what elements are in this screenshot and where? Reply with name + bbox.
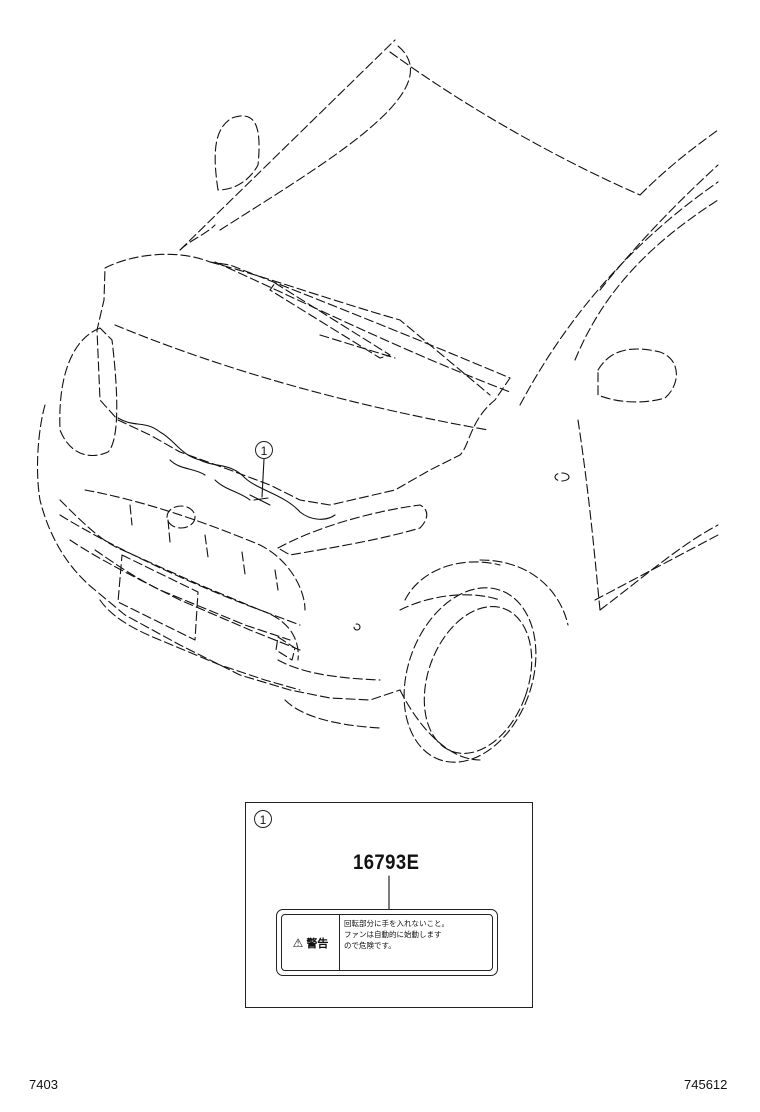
footer-right-code: 745612 (684, 1077, 728, 1092)
warning-label-inner: ⚠ 警告 回転部分に手を入れないこと。 ファンは自動的に始動します ので危険です… (281, 914, 493, 971)
warning-heading: 警告 (306, 937, 329, 950)
warning-triangle-icon: ⚠ (292, 935, 304, 950)
warning-label: ⚠ 警告 回転部分に手を入れないこと。 ファンは自動的に始動します ので危険です… (276, 909, 498, 976)
callout-1: 1 (255, 441, 273, 459)
warning-line-3: ので危険です。 (344, 941, 396, 950)
inset-callout-1: 1 (254, 810, 272, 828)
warning-line-1: 回転部分に手を入れないこと。 (344, 919, 449, 928)
warning-heading-cell: ⚠ 警告 (282, 915, 340, 970)
warning-line-2: ファンは自動的に始動します (344, 930, 442, 939)
footer-left-code: 7403 (29, 1077, 58, 1092)
warning-message: 回転部分に手を入れないこと。 ファンは自動的に始動します ので危険です。 (340, 915, 492, 970)
part-inset-box (245, 802, 533, 1008)
part-number: 16793E (353, 851, 420, 874)
